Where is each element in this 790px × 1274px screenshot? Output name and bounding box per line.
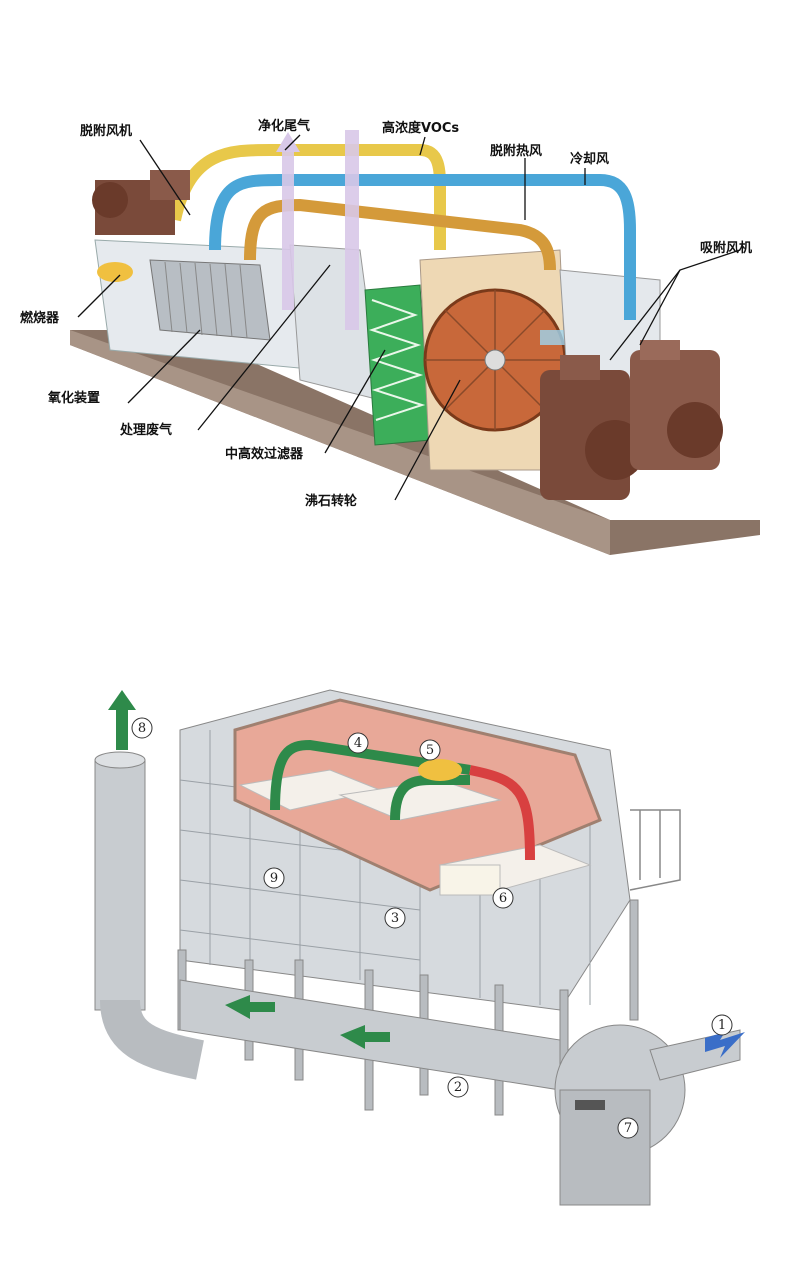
base-skid-front [70,330,610,555]
label-oxidation-device: 氧化装置 [47,390,100,406]
duct-arrow-1 [225,995,275,1019]
svg-text:8: 8 [138,721,146,736]
chimney-stack [94,751,204,1080]
marker-9: 9 [263,867,285,889]
inlet-duct [649,1029,741,1081]
filter-pleats [368,299,426,421]
marker-3: 3 [384,907,406,929]
inlet-arrow [705,1032,745,1058]
heat-exchanger-core [149,259,271,341]
exhaust-stack-right [345,130,359,330]
marker-2: 2 [447,1076,469,1098]
rto-illustration: 1 2 3 4 5 6 7 8 9 [94,689,745,1206]
heat-exchanger-fins [164,261,248,339]
marker-5: 5 [419,739,441,761]
label-zeolite-rotor: 沸石转轮 [305,493,357,509]
svg-text:4: 4 [354,736,362,751]
exhaust-arrow [276,132,300,152]
label-mid-high-filter: 中高效过滤器 [225,446,304,462]
svg-text:2: 2 [454,1080,462,1095]
label-purified-tail-gas: 净化尾气 [258,118,310,134]
yellow-pipe [169,144,446,250]
orange-pipe [244,198,556,271]
burner-flame-icon [418,759,462,781]
leader-lines [77,134,741,501]
marker-6: 6 [492,887,514,909]
ceramic-bed-front [439,864,501,896]
top-diagram: 脱附风机 净化尾气 高浓度VOCs 脱附热风 冷却风 吸附风机 燃烧器 氧化装置… [0,0,790,600]
middle-housing [289,244,381,401]
platform-railing [629,809,681,891]
desorption-fan-unit [92,170,190,235]
svg-text:1: 1 [718,1018,726,1033]
label-treated-waste-gas: 处理废气 [119,422,172,438]
adsorption-fan-unit [540,340,723,500]
blue-pipe [209,174,636,320]
base-skid [70,330,760,555]
svg-text:5: 5 [426,743,434,758]
marker-8: 8 [131,717,153,739]
svg-text:6: 6 [499,891,507,906]
exhaust-stack-left [282,150,294,310]
svg-text:3: 3 [391,911,399,926]
label-desorption-fan: 脱附风机 [80,123,132,139]
marker-4: 4 [347,732,369,754]
label-desorption-hot-air: 脱附热风 [490,143,542,159]
burner-flame [97,262,133,282]
green-flow-pipe-middle [390,775,470,821]
label-adsorption-fan: 吸附风机 [700,240,752,256]
marker-7: 7 [617,1117,639,1139]
svg-text:9: 9 [270,871,278,886]
exhaust-up-arrow [108,690,136,750]
bottom-diagram: 1 2 3 4 5 6 7 8 9 [0,620,790,1274]
rotor-hub [484,349,506,371]
red-flow-pipe [469,765,535,861]
svg-text:7: 7 [624,1121,632,1136]
green-flow-pipe-left [270,739,471,811]
label-high-conc-vocs: 高浓度VOCs [382,120,459,136]
duct-arrow-2 [340,1025,390,1049]
marker-1: 1 [711,1014,733,1036]
label-burner: 燃烧器 [20,310,60,326]
rotor-system-illustration: 脱附风机 净化尾气 高浓度VOCs 脱附热风 冷却风 吸附风机 燃烧器 氧化装置… [20,118,760,555]
label-cooling-air: 冷却风 [570,151,609,167]
